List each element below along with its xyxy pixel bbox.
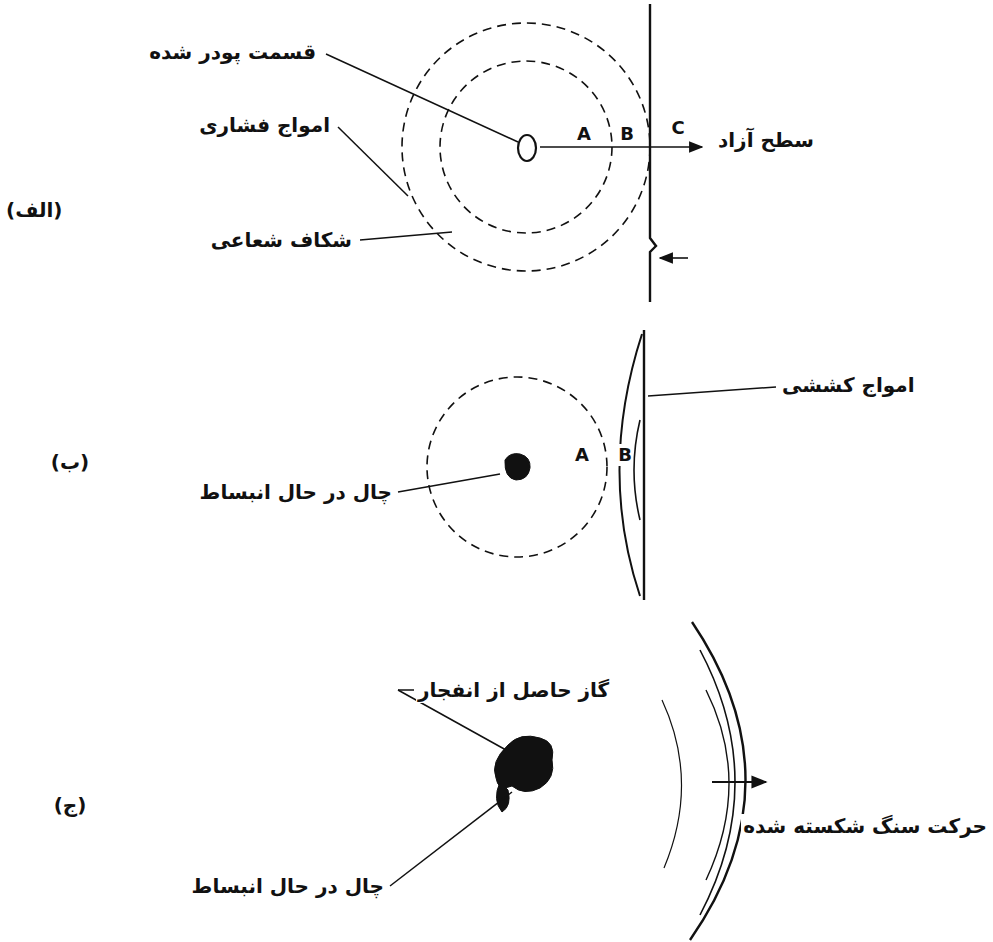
label: (ج) — [52, 793, 89, 818]
leader-line — [360, 232, 452, 240]
label: (الف) — [4, 198, 64, 223]
leader-line — [398, 474, 500, 492]
expanding-hole-gas — [495, 736, 553, 791]
spalled-surface — [690, 622, 746, 940]
panel-a — [326, 4, 702, 302]
label: گاز حاصل از انفجار — [416, 678, 611, 703]
leader-line — [338, 127, 408, 196]
free-surface — [643, 330, 645, 600]
label: امواج فشاری — [197, 113, 332, 138]
panel-b — [398, 330, 776, 600]
zone-letter: B — [617, 444, 633, 467]
tension-wave-inner — [634, 420, 640, 520]
leader-line — [648, 387, 776, 396]
rock-motion-arrow — [712, 781, 766, 783]
zone-letter: B — [619, 123, 635, 146]
free-surface — [650, 4, 656, 302]
label: قسمت پودر شده — [147, 40, 318, 65]
expanding-hole — [505, 454, 530, 480]
zone-letter: C — [670, 117, 685, 140]
label: امواج کششی — [780, 373, 917, 398]
zone-letter: A — [576, 123, 592, 146]
crushed-zone — [518, 135, 536, 161]
wave-direction-arrow — [540, 146, 702, 148]
panel-c — [390, 622, 766, 940]
label: چال در حال انبساط — [198, 480, 394, 505]
label: سطح آزاد — [716, 128, 816, 153]
label: شکاف شعاعی — [209, 228, 354, 253]
spall-crack — [706, 690, 729, 880]
leader-line — [326, 54, 518, 142]
compression-wave — [427, 377, 607, 557]
reflection-arrow — [660, 257, 688, 259]
zone-letter: A — [574, 444, 590, 467]
hole-fragment — [496, 782, 509, 812]
label: حرکت سنگ شکسته شده — [741, 814, 989, 839]
label: چال در حال انبساط — [190, 874, 386, 899]
leader-line — [390, 792, 512, 886]
spall-crack — [662, 700, 682, 868]
label: (ب) — [49, 450, 91, 475]
